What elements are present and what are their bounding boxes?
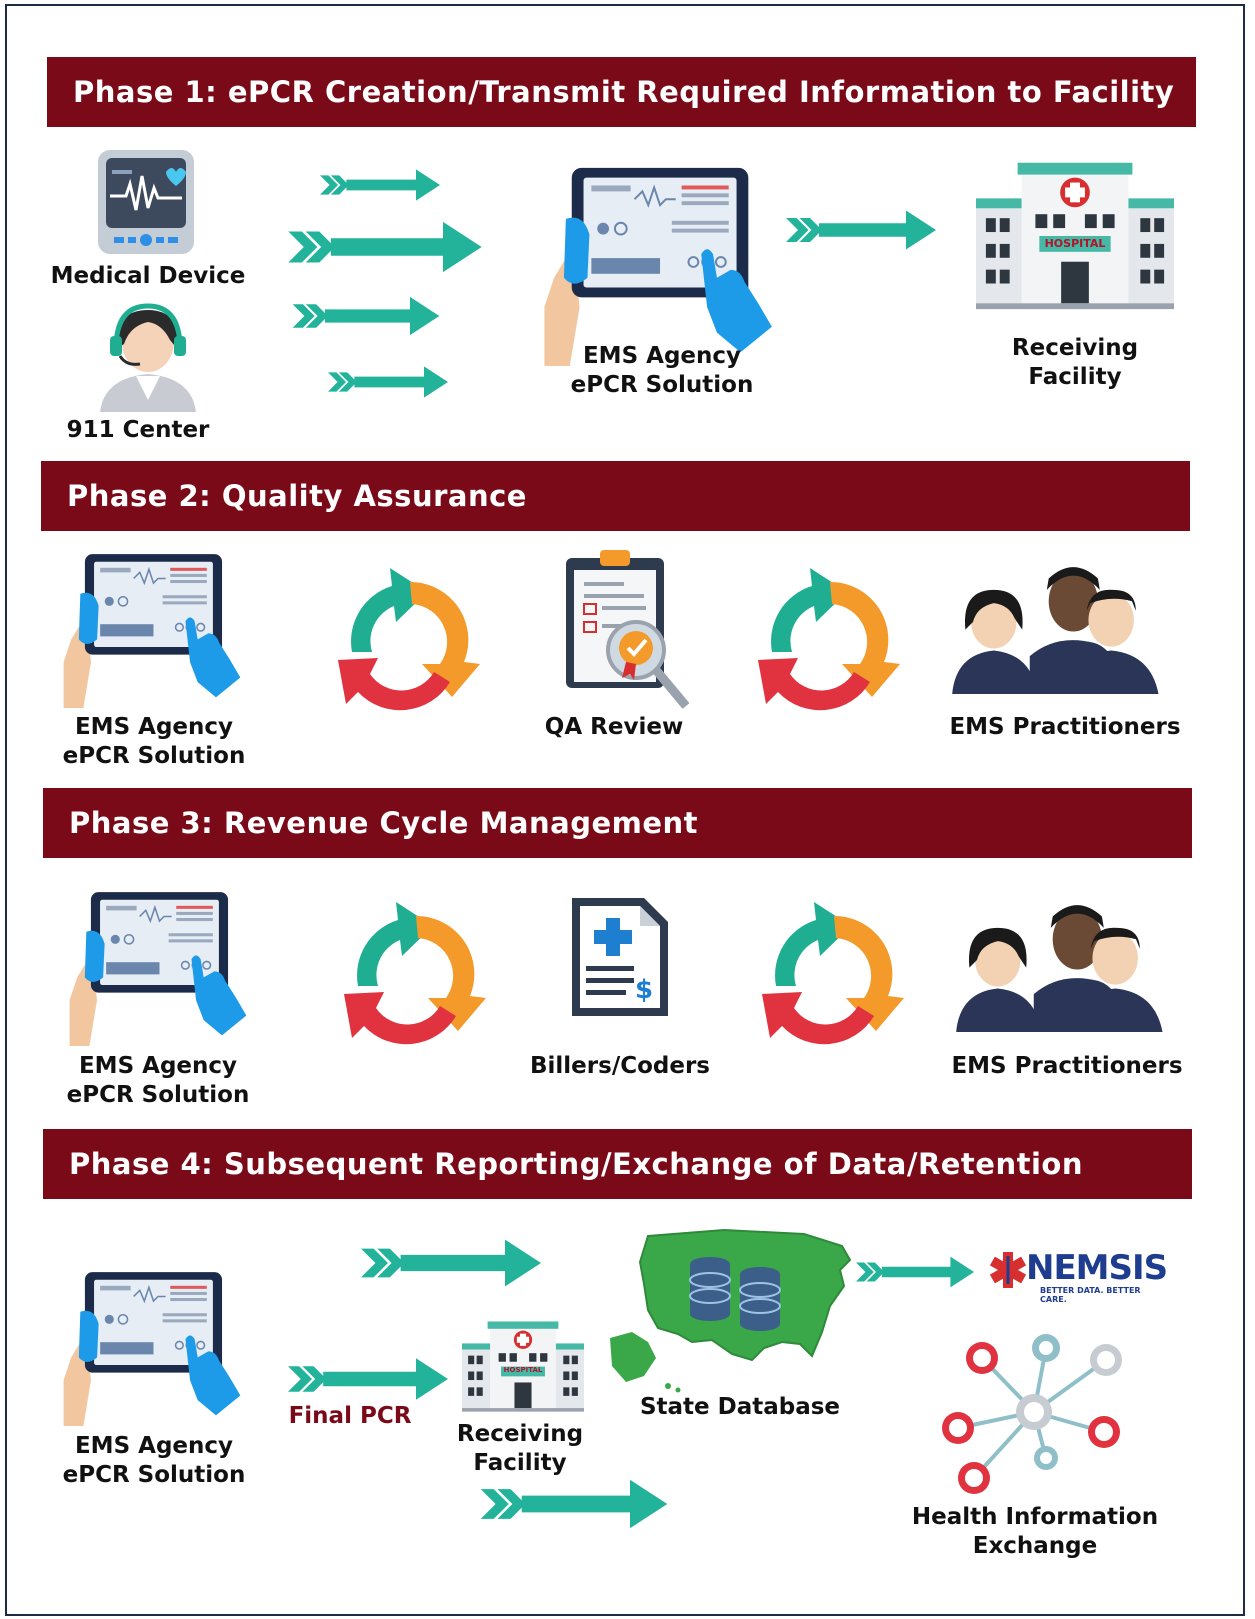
qa-review-label: QA Review: [544, 714, 684, 740]
team-icon: [950, 552, 1172, 694]
phase3-title: Phase 3: Revenue Cycle Management: [69, 806, 699, 840]
network-icon: [942, 1334, 1122, 1494]
arrow-to-state: [288, 1236, 614, 1290]
state-db-label: State Database: [639, 1394, 841, 1420]
agency-line2: ePCR Solution: [66, 1082, 250, 1108]
tablet-icon: [44, 1266, 266, 1426]
phase4-title: Phase 4: Subsequent Reporting/Exchange o…: [69, 1147, 1083, 1181]
hospital-icon: HOSPITAL: [462, 1320, 584, 1412]
invoice-icon: $: [572, 898, 668, 1016]
agency-line1: EMS Agency: [582, 343, 742, 369]
arrow-b: [278, 218, 492, 276]
diagram-frame: [5, 4, 1245, 1616]
hie-line2: Exchange: [972, 1533, 1098, 1559]
facility-line1: Receiving: [1011, 335, 1139, 361]
facility-label-4: Receiving Facility: [420, 1420, 620, 1478]
agency-line1: EMS Agency: [74, 714, 234, 740]
star-of-life-icon: [989, 1252, 1027, 1288]
phase2-banner: Phase 2: Quality Assurance: [41, 461, 1190, 531]
facility-label-1: Receiving Facility: [975, 334, 1175, 392]
nemsis-logo: NEMSIS BETTER DATA. BETTER CARE.: [988, 1244, 1168, 1304]
cycle-icon: [318, 886, 498, 1066]
agency-line1: EMS Agency: [74, 1433, 234, 1459]
phase1-banner: Phase 1: ePCR Creation/Transmit Required…: [47, 57, 1196, 127]
tablet-icon: [44, 548, 266, 708]
hie-label: Health Information Exchange: [900, 1503, 1170, 1561]
cycle-icon: [732, 552, 912, 732]
agency-label-3: EMS Agency ePCR Solution: [48, 1052, 268, 1110]
agency-label-2: EMS Agency ePCR Solution: [44, 713, 264, 771]
operator-icon: [100, 303, 196, 412]
medical-device-label: Medical Device: [50, 263, 246, 289]
phase4-banner: Phase 4: Subsequent Reporting/Exchange o…: [43, 1129, 1192, 1199]
hospital-sign: HOSPITAL: [1044, 237, 1106, 250]
final-pcr-label: Final PCR: [288, 1403, 412, 1429]
911-center-label: 911 Center: [66, 417, 210, 443]
arrow-d: [328, 364, 448, 400]
svg-text:$: $: [635, 975, 653, 1005]
agency-line2: ePCR Solution: [62, 1462, 246, 1488]
cycle-icon: [312, 552, 492, 732]
us-map-icon: [610, 1228, 852, 1393]
agency-line2: ePCR Solution: [62, 743, 246, 769]
arrow-e: [786, 198, 936, 262]
agency-line1: EMS Agency: [78, 1053, 238, 1079]
phase3-banner: Phase 3: Revenue Cycle Management: [43, 788, 1192, 858]
agency-label-1: EMS Agency ePCR Solution: [552, 342, 772, 400]
hie-line1: Health Information: [911, 1504, 1159, 1530]
practitioners-label-2: EMS Practitioners: [949, 714, 1181, 740]
arrow-c: [286, 294, 446, 338]
phase1-title: Phase 1: ePCR Creation/Transmit Required…: [73, 75, 1175, 109]
tablet-icon: [518, 160, 806, 366]
arrow-a: [320, 167, 440, 203]
practitioners-label-3: EMS Practitioners: [951, 1053, 1183, 1079]
arrow-to-hie: [282, 1476, 866, 1532]
arrow-to-nemsis: [856, 1250, 974, 1294]
tablet-icon: [50, 886, 272, 1046]
hospital-icon: HOSPITAL: [976, 160, 1174, 310]
facility-line2: Facility: [473, 1450, 567, 1476]
agency-label-4: EMS Agency ePCR Solution: [44, 1432, 264, 1490]
monitor-icon: [98, 150, 194, 254]
billers-label: Billers/Coders: [530, 1053, 710, 1079]
agency-line2: ePCR Solution: [570, 372, 754, 398]
hospital-sign: HOSPITAL: [503, 1366, 543, 1374]
clipboard-icon: [566, 550, 690, 709]
phase2-title: Phase 2: Quality Assurance: [67, 479, 527, 513]
cycle-icon: [736, 886, 916, 1066]
facility-line1: Receiving: [456, 1421, 584, 1447]
team-icon: [954, 890, 1176, 1032]
nemsis-wordmark: NEMSIS: [1026, 1248, 1168, 1288]
nemsis-tagline: BETTER DATA. BETTER CARE.: [1040, 1286, 1141, 1304]
arrow-to-facility: [288, 1352, 448, 1406]
facility-line2: Facility: [1028, 364, 1122, 390]
